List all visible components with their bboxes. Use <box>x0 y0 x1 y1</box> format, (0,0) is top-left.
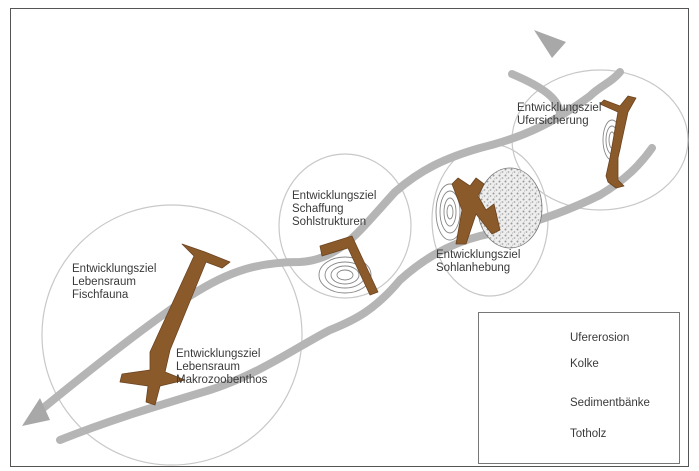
legend-label-sedimentbaenke: Sedimentbänke <box>570 397 650 409</box>
flow-arrow-in <box>534 30 566 58</box>
legend-label-ufererosion: Ufererosion <box>570 332 629 344</box>
totholz-sohlstrukturen <box>320 236 378 295</box>
label-sohlstrukturen: Entwicklungsziel Schaffung Sohlstrukture… <box>292 190 376 229</box>
legend-label-kolke: Kolke <box>570 358 599 370</box>
label-makrozoobenthos: Entwicklungsziel Lebensraum Makrozoobent… <box>176 348 267 387</box>
label-fischfauna: Entwicklungsziel Lebensraum Fischfauna <box>72 263 156 302</box>
legend-label-totholz: Totholz <box>570 428 606 440</box>
label-sohlanhebung: Entwicklungsziel Sohlanhebung <box>436 249 520 275</box>
label-ufersicherung: Entwicklungsziel Ufersicherung <box>517 102 601 128</box>
sedimentbank-sohlanhebung <box>478 168 542 248</box>
